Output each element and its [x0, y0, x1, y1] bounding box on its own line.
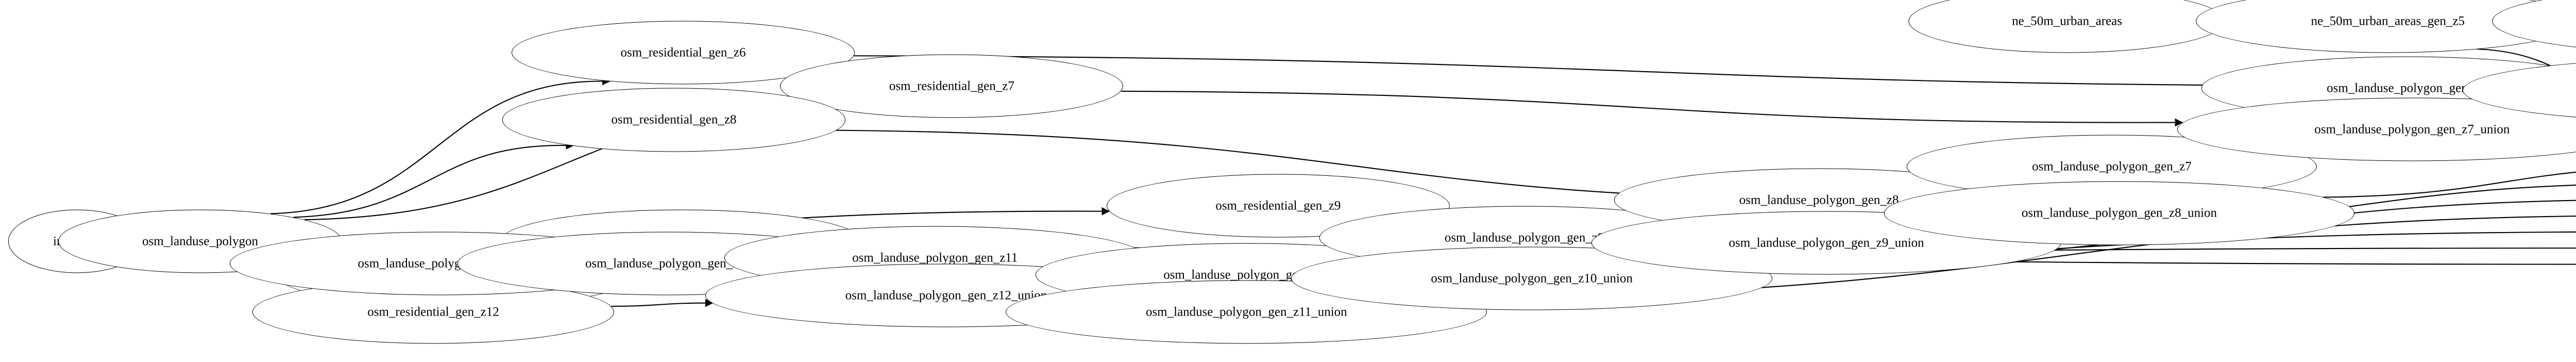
node-label: osm_residential_gen_z12	[367, 305, 499, 319]
node-label: osm_landuse_polygon_gen_z7	[2032, 159, 2192, 174]
graph-edge	[2477, 48, 2576, 81]
node-label: osm_residential_gen_z7	[889, 79, 1014, 93]
node-label: osm_residential_gen_z9	[1215, 199, 1341, 213]
node-label: osm_landuse_polygon_gen_z8_union	[2021, 206, 2217, 220]
graph-edge	[854, 55, 2466, 90]
graph-node-osm-residential-gen-z12[interactable]: osm_residential_gen_z12	[252, 280, 615, 344]
graph-edge	[611, 299, 714, 307]
graph-edge	[270, 77, 611, 215]
node-label: osm_landuse_polygon_gen_z9	[1444, 230, 1604, 244]
node-label: osm_landuse_polygon_gen_z11_union	[1145, 305, 1347, 319]
node-label: ne_50m_urban_areas	[2012, 14, 2122, 28]
node-label: osm_residential_gen_z8	[611, 112, 737, 127]
node-label: osm_landuse_polygon	[142, 234, 258, 249]
node-label: osm_landuse_polygon_gen_z11	[852, 251, 1018, 265]
graph-edge	[2322, 171, 2576, 198]
graph-node-osm-landuse-polygon-gen-z11-union[interactable]: osm_landuse_polygon_gen_z11_union	[1006, 280, 1487, 344]
graph-node-osm-residential-gen-z7[interactable]: osm_residential_gen_z7	[780, 54, 1124, 118]
node-label: osm_landuse_polygon_gen_z12	[585, 256, 752, 271]
node-label: ne_50m_urban_areas_gen_z5	[2311, 14, 2465, 28]
node-label: osm_landuse_polygon_gen_z9_union	[1728, 236, 1924, 250]
node-label: osm_residential_gen_z6	[620, 45, 746, 60]
graph-node-osm-residential-gen-z8[interactable]: osm_residential_gen_z8	[502, 88, 845, 152]
node-label: osm_landuse_polygon_gen_z10_union	[1431, 271, 1633, 286]
node-label: osm_landuse_polygon_gen_z7_union	[2314, 122, 2510, 137]
graph-edge	[293, 141, 574, 218]
graph-node-osm-landuse-polygon-gen-z8-union[interactable]: osm_landuse_polygon_gen_z8_union	[1884, 181, 2354, 245]
node-label: osm_landuse_polygon_gen_z6	[2327, 81, 2486, 95]
node-label: osm_landuse_polygon_gen_z12_union	[845, 288, 1047, 303]
graph-edge	[1121, 90, 2183, 127]
graph-node-osm-landuse-polygon-gen-z7-union[interactable]: osm_landuse_polygon_gen_z7_union	[2177, 97, 2576, 161]
node-label: osm_landuse_polygon_gen_z8	[1739, 193, 1899, 207]
